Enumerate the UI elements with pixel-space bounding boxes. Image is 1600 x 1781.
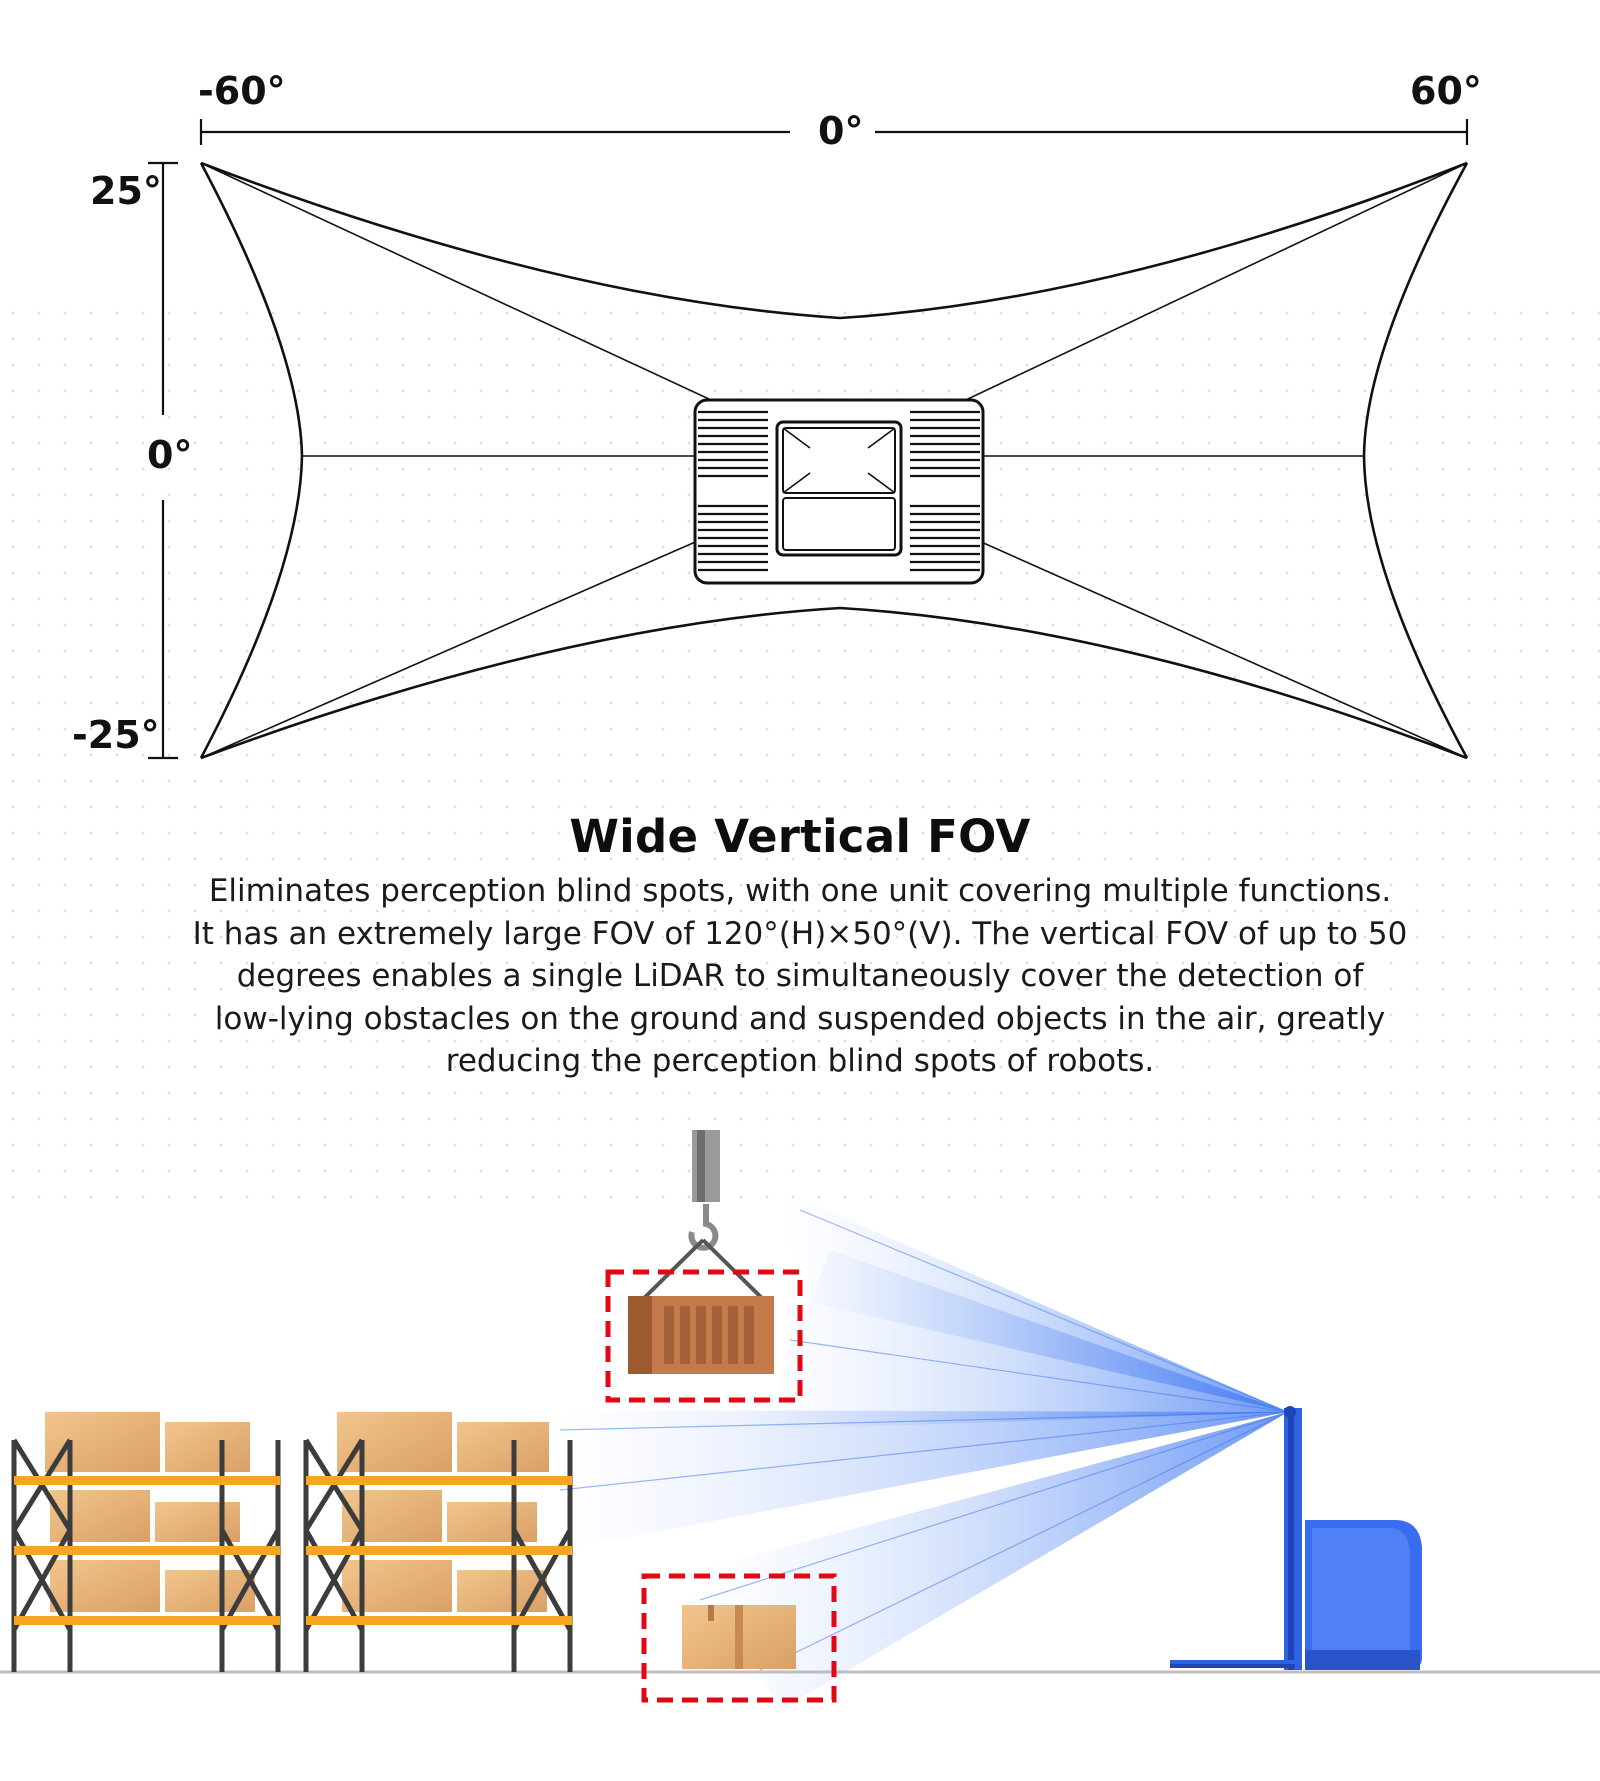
v-center-angle-label: 0° — [147, 433, 193, 477]
lidar-sensor-icon — [693, 398, 985, 585]
description-line: degrees enables a single LiDAR to simult… — [236, 958, 1364, 994]
section-title: Wide Vertical FOV — [569, 810, 1031, 863]
warehouse-rack-1 — [11, 1412, 281, 1672]
lidar-beam — [560, 1190, 1288, 1710]
suspended-container — [628, 1130, 774, 1374]
fov-diagram — [148, 119, 1469, 760]
highlight-box-suspended — [605, 1269, 803, 1403]
h-left-angle-label: -60° — [198, 69, 286, 113]
lidar-beam-lines — [559, 1209, 1289, 1671]
warehouse-scene — [0, 1130, 1600, 1710]
description-line: low-lying obstacles on the ground and su… — [214, 1000, 1386, 1037]
description-line: reducing the perception blind spots of r… — [445, 1043, 1155, 1079]
ground-box — [682, 1605, 796, 1669]
description-line: Eliminates perception blind spots, with … — [208, 873, 1392, 909]
robot-forklift — [1170, 1406, 1422, 1670]
v-top-angle-label: 25° — [90, 169, 162, 213]
horizontal-dimension — [199, 119, 1469, 145]
vertical-dimension — [148, 161, 178, 760]
vent-right — [910, 410, 980, 572]
h-right-angle-label: 60° — [1410, 69, 1482, 113]
highlight-box-ground — [641, 1573, 837, 1703]
description-line: It has an extremely large FOV of 120°(H)… — [192, 915, 1408, 952]
v-bottom-angle-label: -25° — [72, 713, 160, 757]
section-description: Eliminates perception blind spots, with … — [150, 870, 1450, 1083]
vent-left — [698, 410, 768, 572]
warehouse-rack-2 — [303, 1412, 573, 1672]
h-center-angle-label: 0° — [818, 109, 864, 153]
fov-rays — [200, 162, 1468, 759]
